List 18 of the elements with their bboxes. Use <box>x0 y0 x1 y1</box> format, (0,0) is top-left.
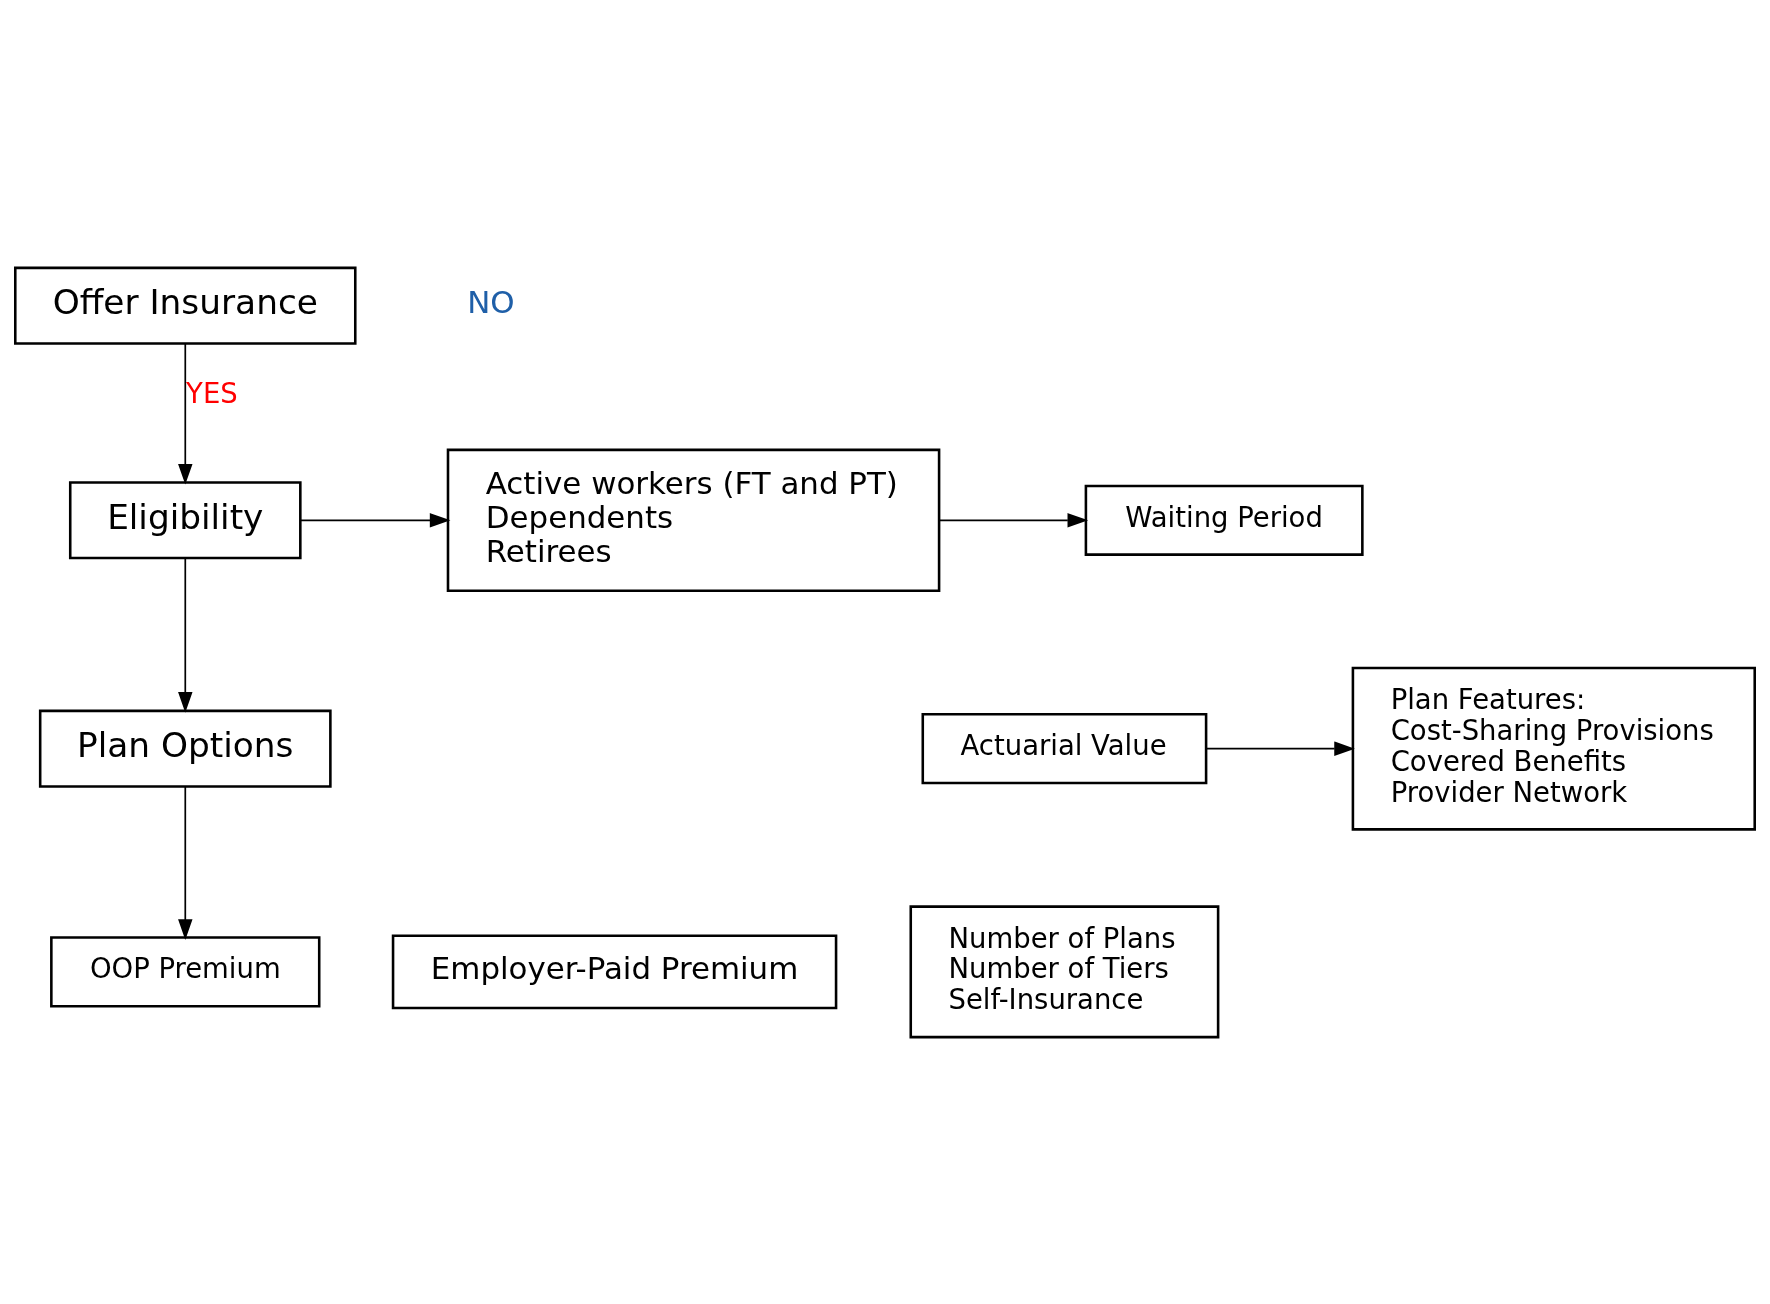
node-box: OOP Premium <box>50 935 321 1007</box>
node-box: Active workers (FT and PT) Dependents Retirees <box>446 448 941 592</box>
node-box: Employer-Paid Premium <box>391 934 838 1009</box>
label: NO <box>467 283 515 320</box>
node-box: Plan Features: Cost-Sharing Provisions Covered Benefits Provider Network <box>1351 666 1756 831</box>
node-box: Offer Insurance <box>14 266 357 345</box>
arrow <box>178 342 193 485</box>
node-box: Eligibility <box>68 480 302 559</box>
arrow <box>299 512 451 527</box>
edge-label: YES <box>186 377 238 409</box>
node-box: Waiting Period <box>1084 484 1364 556</box>
node-box: Plan Options <box>38 709 332 788</box>
arrow <box>938 512 1089 527</box>
node-box: Actuarial Value <box>921 712 1208 784</box>
node-box: Number of Plans Number of Tiers Self-Insurance <box>909 904 1220 1038</box>
arrow <box>178 556 193 713</box>
arrow <box>1205 740 1355 756</box>
arrow <box>178 785 193 940</box>
